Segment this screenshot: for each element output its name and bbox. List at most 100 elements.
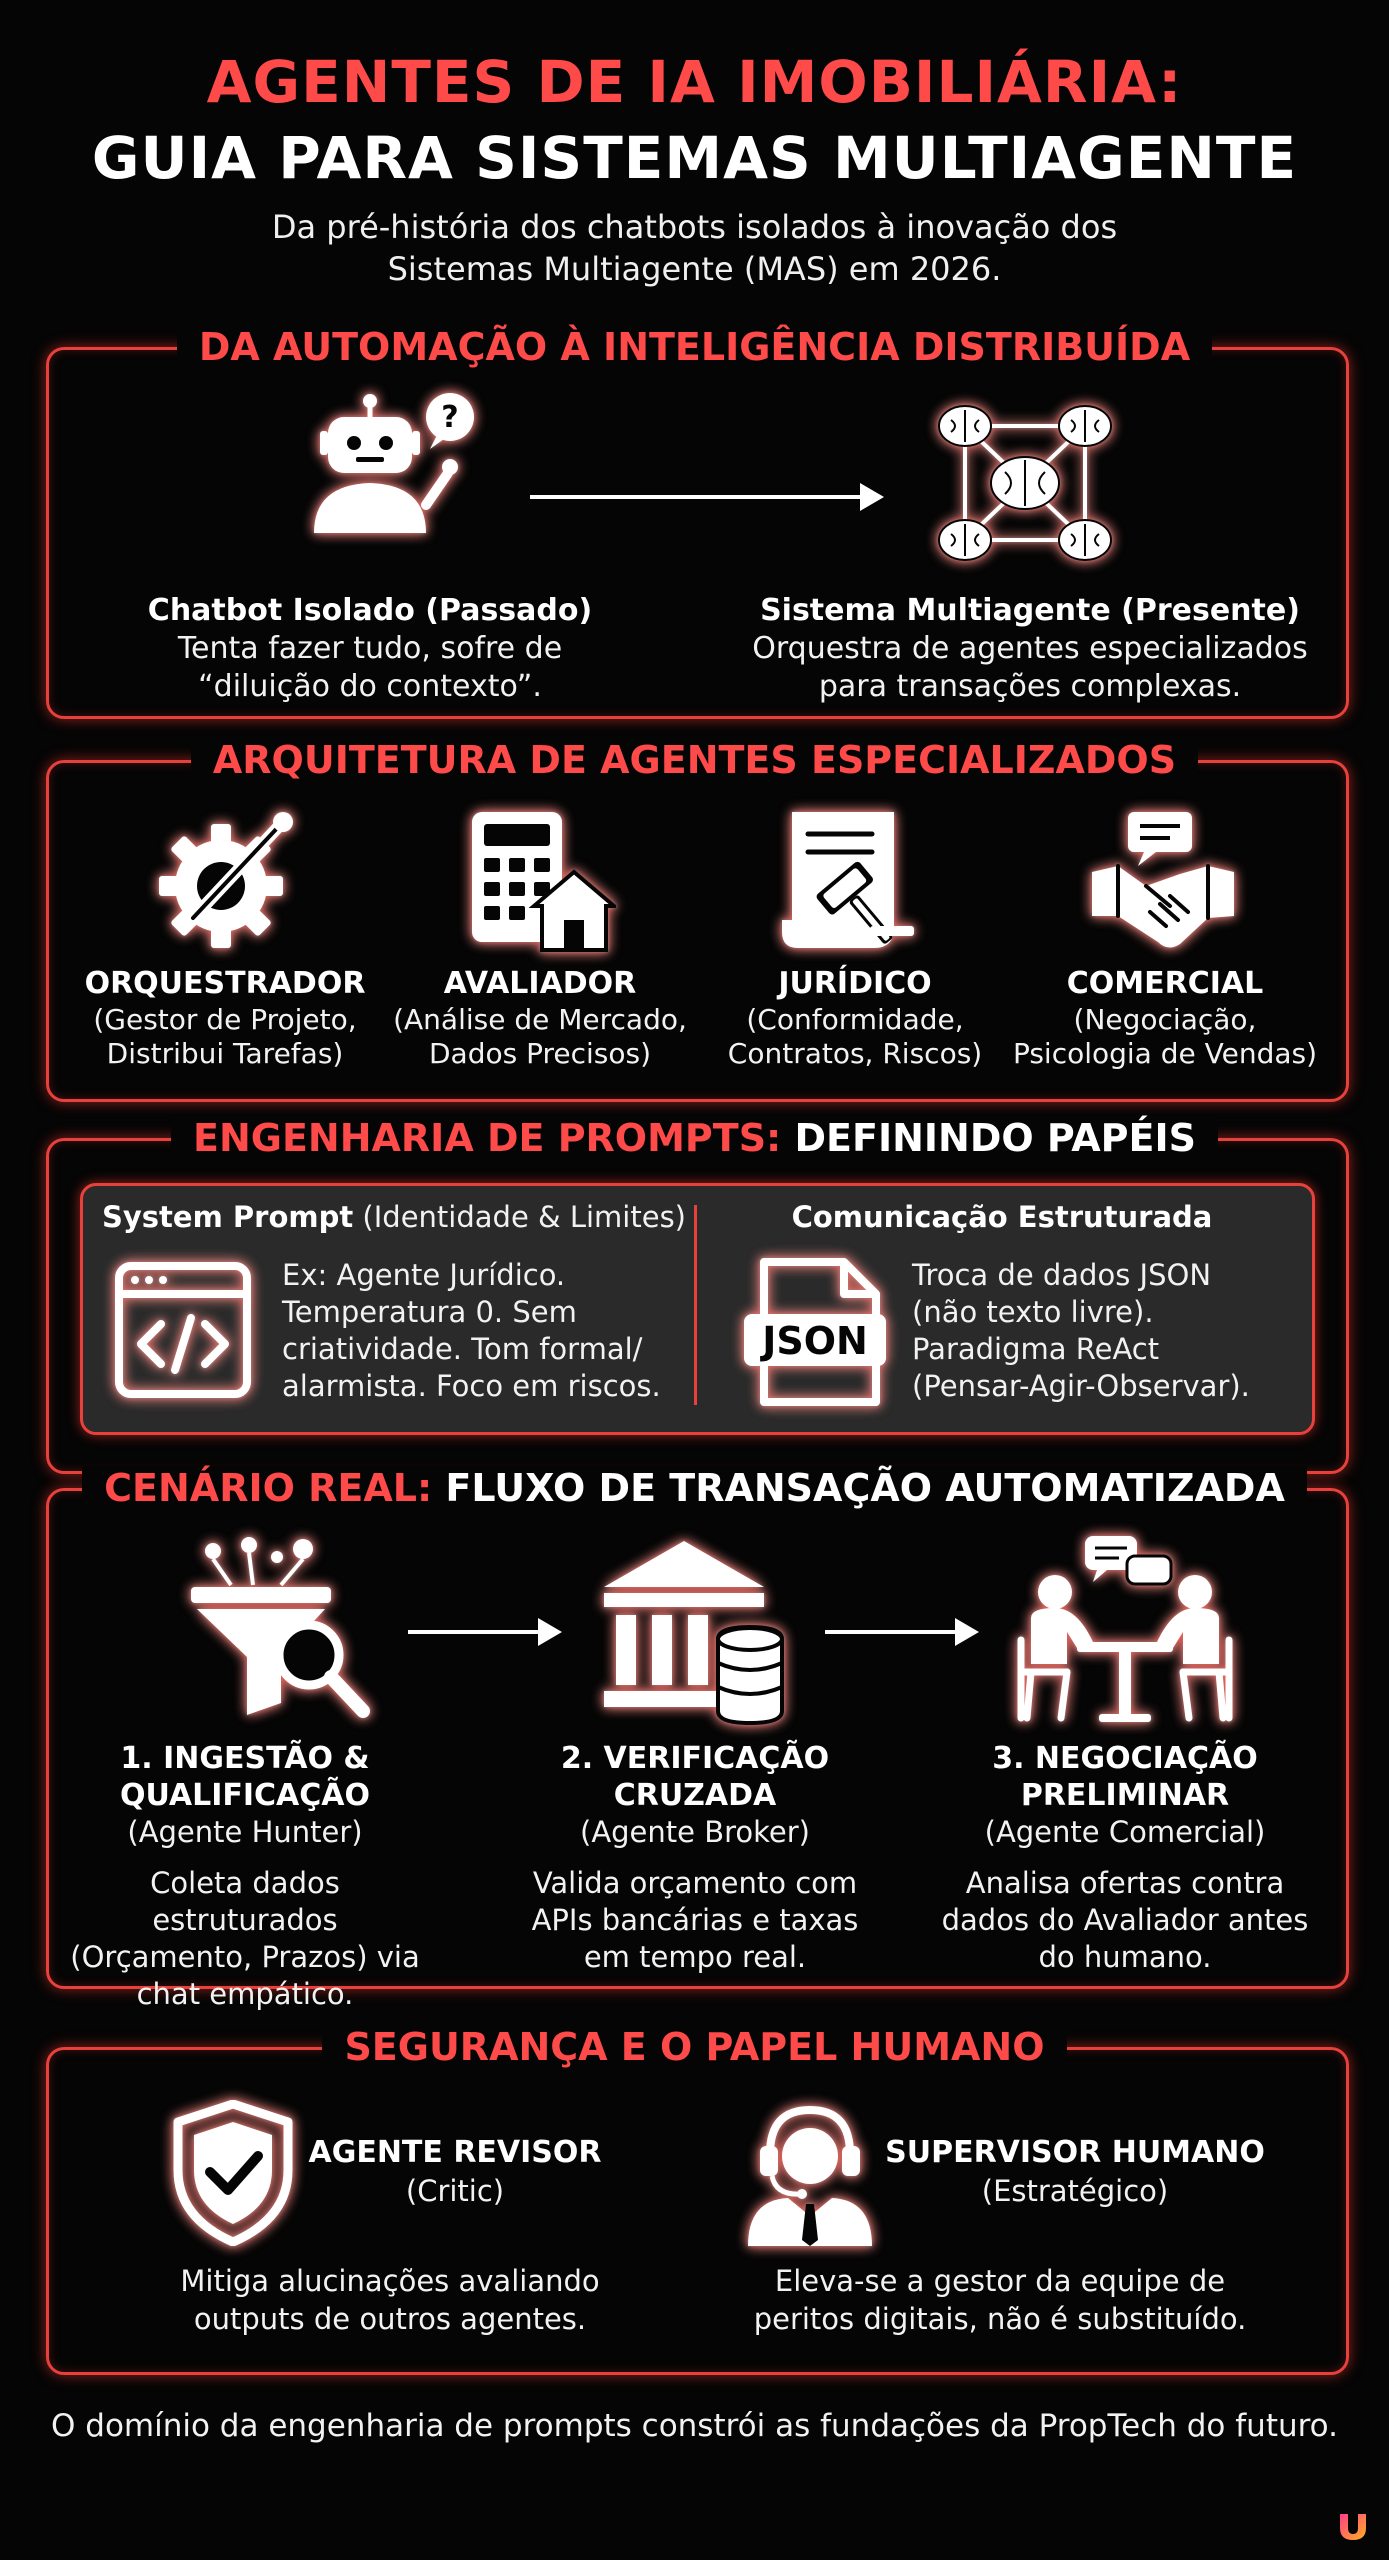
human-supervisor-label: SUPERVISOR HUMANO bbox=[885, 2135, 1265, 2170]
code-window-icon bbox=[115, 1262, 251, 1402]
brand-logo-icon bbox=[1336, 2508, 1370, 2546]
system-prompt-heading: System Prompt (Identidade & Limites) bbox=[102, 1200, 686, 1234]
structured-comm-line1: Troca de dados JSON bbox=[912, 1258, 1212, 1292]
flow-step-1-agent: (Agente Hunter) bbox=[127, 1815, 363, 1849]
system-prompt-line4: alarmista. Foco em riscos. bbox=[282, 1369, 661, 1403]
chatbot-isolated-line2: “diluição do contexto”. bbox=[198, 669, 542, 704]
flow-step-1-line3: chat empático. bbox=[136, 1977, 354, 2011]
structured-comm-line4: (Pensar-Agir-Observar). bbox=[912, 1369, 1250, 1403]
agent-commercial: COMERCIAL (Negociação, Psicologia de Ven… bbox=[1005, 965, 1325, 1071]
system-prompt-line2: Temperatura 0. Sem bbox=[282, 1295, 577, 1329]
flow-step-2-agent: (Agente Broker) bbox=[580, 1815, 810, 1849]
page-title-line2: GUIA PARA SISTEMAS MULTIAGENTE bbox=[91, 124, 1298, 192]
structured-comm-heading: Comunicação Estruturada bbox=[791, 1200, 1213, 1234]
svg-text:?: ? bbox=[441, 400, 458, 435]
structured-comm-line2: (não texto livre). bbox=[912, 1295, 1154, 1329]
agent-orchestrator-line2: Distribui Tarefas) bbox=[106, 1037, 344, 1070]
critic-agent-header: AGENTE REVISOR (Critic) bbox=[305, 2134, 605, 2210]
prompt-panel-divider bbox=[694, 1205, 697, 1405]
headset-person-icon bbox=[742, 2100, 878, 2250]
json-file-icon-text: JSON bbox=[759, 1319, 868, 1363]
critic-agent-line2: outputs de outros agentes. bbox=[193, 2302, 587, 2336]
agent-commercial-line1: (Negociação, bbox=[1073, 1003, 1257, 1036]
agent-evaluator-line1: (Análise de Mercado, bbox=[393, 1003, 687, 1036]
footer-text: O domínio da engenharia de prompts const… bbox=[51, 2408, 1338, 2444]
structured-comm-text: Troca de dados JSON (não texto livre). P… bbox=[912, 1257, 1250, 1405]
agent-evaluator: AVALIADOR (Análise de Mercado, Dados Pre… bbox=[385, 965, 695, 1071]
multiagent-system-label: Sistema Multiagente (Presente) bbox=[760, 593, 1300, 628]
subtitle-line2: Sistemas Multiagente (MAS) em 2026. bbox=[387, 250, 1002, 288]
agent-legal: JURÍDICO (Conformidade, Contratos, Risco… bbox=[700, 965, 1010, 1071]
robot-question-icon: ? bbox=[298, 393, 488, 537]
chatbot-isolated-line1: Tenta fazer tudo, sofre de bbox=[177, 631, 563, 666]
critic-agent-sub: (Critic) bbox=[405, 2174, 505, 2208]
human-supervisor-sub: (Estratégico) bbox=[981, 2174, 1169, 2208]
flow-step-3-title2: PRELIMINAR bbox=[1020, 1778, 1230, 1813]
system-prompt-heading-rest: (Identidade & Limites) bbox=[353, 1200, 686, 1234]
page-subtitle: Da pré-história dos chatbots isolados à … bbox=[0, 206, 1389, 290]
flow-step-1-line1: Coleta dados estruturados bbox=[150, 1866, 340, 1937]
brain-network-icon bbox=[935, 398, 1115, 572]
bank-database-icon bbox=[600, 1535, 795, 1729]
system-prompt-heading-bold: System Prompt bbox=[102, 1200, 354, 1234]
critic-agent-line1: Mitiga alucinações avaliando bbox=[180, 2264, 600, 2298]
shield-check-icon bbox=[172, 2099, 294, 2250]
section-real-scenario-title: CENÁRIO REAL: FLUXO DE TRANSAÇÃO AUTOMAT… bbox=[0, 1466, 1389, 1510]
meeting-table-icon bbox=[1015, 1532, 1235, 1732]
agent-legal-label: JURÍDICO bbox=[778, 966, 932, 1001]
flow-step-2-title2: CRUZADA bbox=[613, 1778, 777, 1813]
agent-commercial-label: COMERCIAL bbox=[1066, 966, 1264, 1001]
flow-step-2-line3: em tempo real. bbox=[583, 1940, 807, 1974]
system-prompt-line3: criatividade. Tom formal/ bbox=[282, 1332, 643, 1366]
subtitle-line1: Da pré-história dos chatbots isolados à … bbox=[271, 208, 1118, 246]
critic-agent-label: AGENTE REVISOR bbox=[308, 2135, 602, 2170]
flow-step-1-title2: QUALIFICAÇÃO bbox=[119, 1778, 371, 1813]
agent-orchestrator-line1: (Gestor de Projeto, bbox=[93, 1003, 357, 1036]
system-prompt-line1: Ex: Agente Jurídico. bbox=[282, 1258, 566, 1292]
flow-step-3-line3: do humano. bbox=[1038, 1940, 1212, 1974]
section-prompt-engineering-title: ENGENHARIA DE PROMPTS: DEFININDO PAPÉIS bbox=[0, 1116, 1389, 1160]
flow-step-2-line2: APIs bancárias e taxas bbox=[531, 1903, 859, 1937]
section-security-title: SEGURANÇA E O PAPEL HUMANO bbox=[0, 2025, 1389, 2069]
flow-step-3: 3. NEGOCIAÇÃO PRELIMINAR (Agente Comerci… bbox=[935, 1740, 1315, 1976]
chatbot-isolated-block: Chatbot Isolado (Passado) Tenta fazer tu… bbox=[140, 592, 600, 706]
agent-orchestrator-label: ORQUESTRADOR bbox=[84, 966, 366, 1001]
chatbot-isolated-label: Chatbot Isolado (Passado) bbox=[147, 593, 593, 628]
agent-legal-line1: (Conformidade, bbox=[746, 1003, 964, 1036]
agent-evaluator-label: AVALIADOR bbox=[443, 966, 637, 1001]
system-prompt-text: Ex: Agente Jurídico. Temperatura 0. Sem … bbox=[282, 1257, 661, 1405]
agent-orchestrator: ORQUESTRADOR (Gestor de Projeto, Distrib… bbox=[70, 965, 380, 1071]
agent-evaluator-line2: Dados Precisos) bbox=[428, 1037, 652, 1070]
multiagent-system-block: Sistema Multiagente (Presente) Orquestra… bbox=[740, 592, 1320, 706]
page-title-line1: AGENTES DE IA IMOBILIÁRIA: bbox=[206, 48, 1183, 116]
flow-step-3-line1: Analisa ofertas contra bbox=[965, 1866, 1285, 1900]
prompt-panel bbox=[80, 1183, 1315, 1435]
agent-legal-line2: Contratos, Riscos) bbox=[727, 1037, 983, 1070]
flow-step-3-title1: 3. NEGOCIAÇÃO bbox=[992, 1741, 1258, 1776]
flow-step-2-title1: 2. VERIFICAÇÃO bbox=[560, 1741, 830, 1776]
flow-step-2: 2. VERIFICAÇÃO CRUZADA (Agente Broker) V… bbox=[510, 1740, 880, 1976]
funnel-search-icon bbox=[185, 1535, 375, 1729]
flow-step-3-line2: dados do Avaliador antes bbox=[941, 1903, 1309, 1937]
flow-step-1-line2: (Orçamento, Prazos) via bbox=[70, 1940, 420, 1974]
flow-arrow-1 bbox=[408, 1618, 562, 1646]
section-automation-title: DA AUTOMAÇÃO À INTELIGÊNCIA DISTRIBUÍDA bbox=[0, 325, 1389, 369]
flow-arrow-2 bbox=[825, 1618, 979, 1646]
human-supervisor-desc: Eleva-se a gestor da equipe de peritos d… bbox=[705, 2262, 1295, 2338]
agent-commercial-line2: Psicologia de Vendas) bbox=[1012, 1037, 1318, 1070]
multiagent-system-line1: Orquestra de agentes especializados bbox=[752, 631, 1308, 666]
human-supervisor-line1: Eleva-se a gestor da equipe de bbox=[774, 2264, 1226, 2298]
section-architecture-title: ARQUITETURA DE AGENTES ESPECIALIZADOS bbox=[0, 738, 1389, 782]
structured-comm-line3: Paradigma ReAct bbox=[912, 1332, 1160, 1366]
multiagent-system-line2: para transações complexas. bbox=[818, 669, 1242, 704]
flow-step-1: 1. INGESTÃO & QUALIFICAÇÃO (Agente Hunte… bbox=[60, 1740, 430, 2013]
handshake-icon bbox=[1088, 808, 1238, 958]
flow-step-1-title1: 1. INGESTÃO & bbox=[120, 1741, 370, 1776]
flow-step-3-agent: (Agente Comercial) bbox=[984, 1815, 1266, 1849]
gavel-document-icon bbox=[778, 808, 924, 958]
calculator-house-icon bbox=[468, 808, 620, 958]
human-supervisor-line2: peritos digitais, não é substituído. bbox=[753, 2302, 1247, 2336]
flow-step-2-line1: Valida orçamento com bbox=[532, 1866, 858, 1900]
evolution-arrow bbox=[530, 483, 884, 511]
json-file-icon: JSON bbox=[740, 1258, 890, 1410]
